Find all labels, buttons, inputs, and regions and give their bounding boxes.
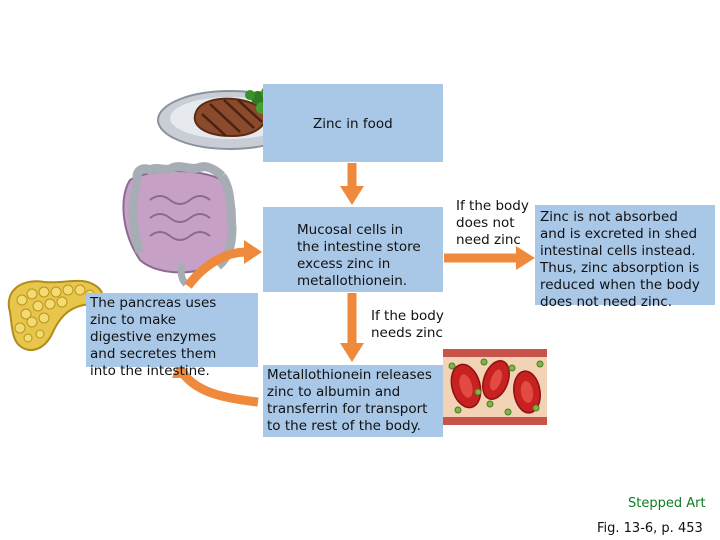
mucosal-cells-text: Mucosal cells in the intestine store exc… [297,222,421,289]
zinc-excreted-text: Zinc is not absorbed and is excreted in … [540,209,700,310]
zinc-in-food-box: Zinc in food [263,84,443,162]
if-body-does-not-need-zinc-label: If the body does not need zinc [456,198,529,248]
pancreas-box: The pancreas uses zinc to make digestive… [86,293,258,379]
intestine-icon [122,162,237,287]
metallothionein-release-text: Metallothionein releases zinc to albumin… [267,367,432,434]
mucosal-cells-box: Mucosal cells in the intestine store exc… [263,207,443,292]
zinc-excreted-box: Zinc is not absorbed and is excreted in … [535,205,715,310]
metallothionein-release-box: Metallothionein releases zinc to albumin… [263,365,443,437]
zinc-in-food-text: Zinc in food [313,116,393,132]
figure-reference: Fig. 13-6, p. 453 [597,521,703,536]
pancreas-text: The pancreas uses zinc to make digestive… [90,295,217,379]
if-body-needs-zinc-label: If the body needs zinc [371,308,444,341]
pancreas-icon [7,279,103,351]
arrow-pancreas-to-mucosal [184,247,247,289]
blood-vessel-icon [443,349,547,425]
stepped-art-label: Stepped Art [628,496,706,511]
